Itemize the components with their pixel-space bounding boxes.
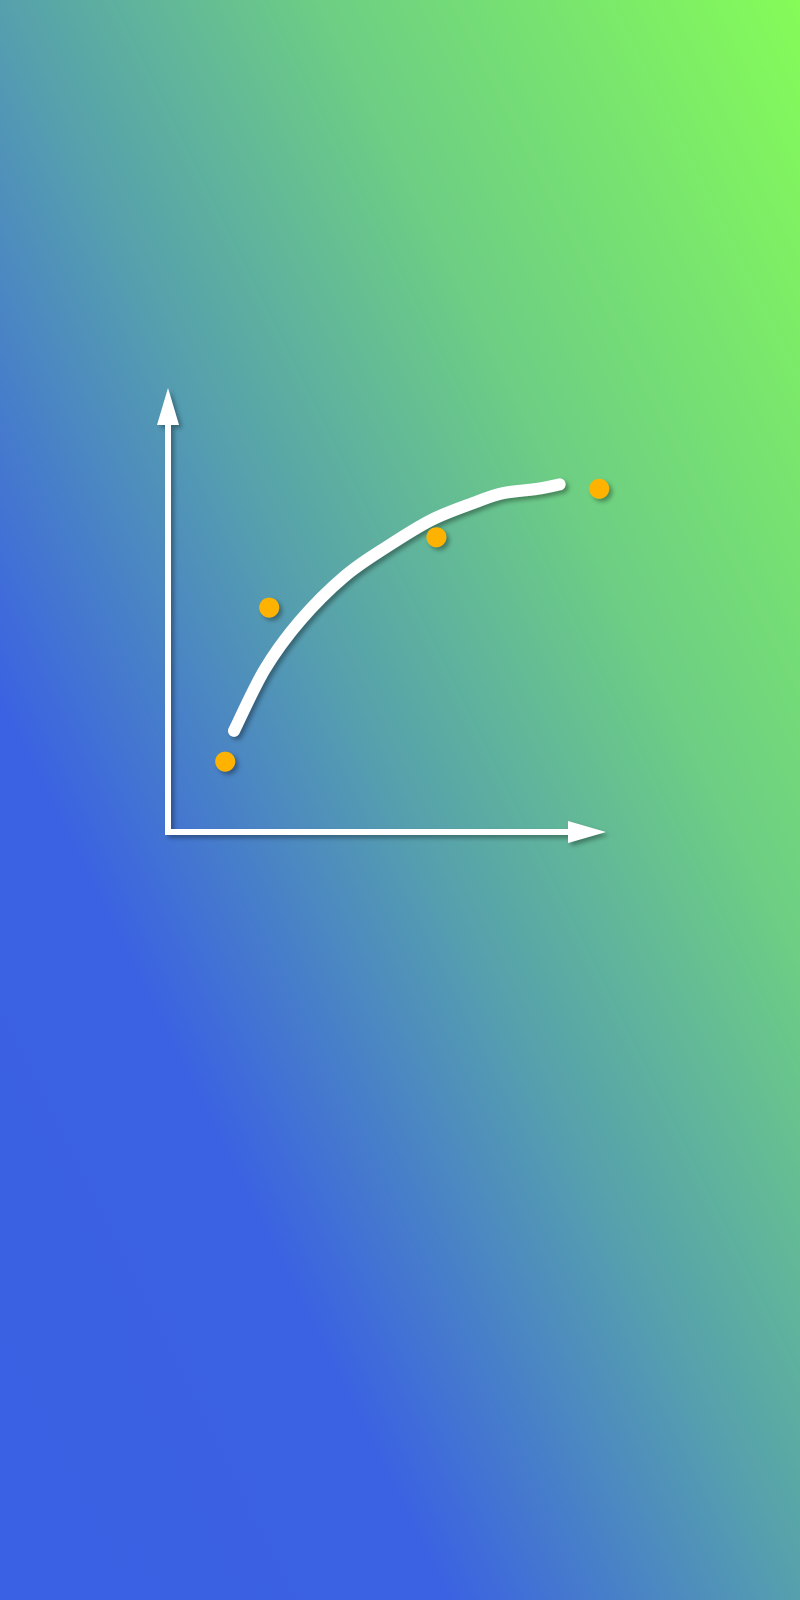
arrow-up-icon xyxy=(157,388,179,425)
data-point xyxy=(426,527,447,548)
data-point xyxy=(589,478,610,499)
axes xyxy=(157,388,606,843)
data-point xyxy=(259,597,280,618)
point-series xyxy=(215,478,610,772)
fit-curve-line xyxy=(228,478,566,737)
arrow-right-icon xyxy=(568,821,606,843)
fit-curve-series xyxy=(228,478,566,737)
data-point xyxy=(215,751,236,772)
